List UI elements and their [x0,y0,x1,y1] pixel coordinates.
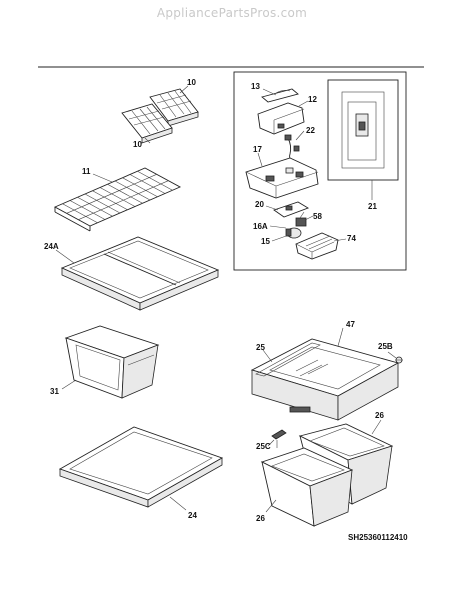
label-24a: 24A [44,242,59,251]
light-bulb-15[interactable] [285,227,302,239]
label-11: 11 [82,167,91,176]
shelf-rod [114,180,151,201]
shelf-rod [92,190,128,211]
label-17: 17 [253,145,262,154]
shelf-rod [84,193,121,214]
housing-cover-13[interactable] [261,88,299,103]
label-10-top: 10 [187,78,196,87]
ice-tray-lower[interactable] [121,103,173,144]
shelf-rod [122,177,158,198]
crisper-cover-25[interactable] [250,338,400,421]
label-74: 74 [347,234,356,243]
label-47: 47 [346,320,355,329]
shelf-rod [107,183,143,204]
label-25: 25 [256,343,265,352]
glass-shelf-24a[interactable] [60,236,220,311]
crisper-drawer-26-left[interactable] [260,447,354,527]
wire-shelf[interactable] [53,167,182,232]
shelf-rod [99,187,136,207]
housing-12[interactable] [257,102,305,135]
label-25b: 25B [378,342,393,351]
bracket-25c[interactable] [271,429,287,448]
bracket-20[interactable] [273,201,310,218]
thermostat-58[interactable] [295,211,307,227]
label-25c: 25C [256,442,271,451]
label-13: 13 [251,82,260,91]
label-58: 58 [313,212,322,221]
shelf-rod [129,174,166,194]
ice-tray-upper[interactable] [149,88,199,127]
light-shield-74[interactable] [295,232,339,260]
control-panel-21[interactable] [327,79,399,181]
shelf-rod [137,170,173,191]
shelf-rod [62,203,98,224]
label-20: 20 [255,200,264,209]
label-22: 22 [306,126,315,135]
screw-25b[interactable] [395,356,403,364]
watermark: AppliancePartsPros.com [156,6,308,20]
label-26-bottom: 26 [256,514,265,523]
label-12: 12 [308,95,317,104]
label-31: 31 [50,387,59,396]
diagram-code: SH25360112410 [348,533,408,542]
crisper-drawer-31[interactable] [64,325,160,399]
label-21: 21 [368,202,377,211]
label-24: 24 [188,511,197,520]
label-15: 15 [261,237,270,246]
control-housing-17[interactable] [245,157,319,199]
label-26-top: 26 [375,411,384,420]
shelf-crossbar [66,174,157,214]
glass-shelf-24[interactable] [58,426,224,508]
control-assembly-box [233,71,407,271]
shelf-rod [69,200,106,220]
label-10-bottom: 10 [133,140,142,149]
shelf-crossbar [78,180,169,220]
label-16a: 16A [253,222,268,231]
shelf-rod [77,196,113,217]
